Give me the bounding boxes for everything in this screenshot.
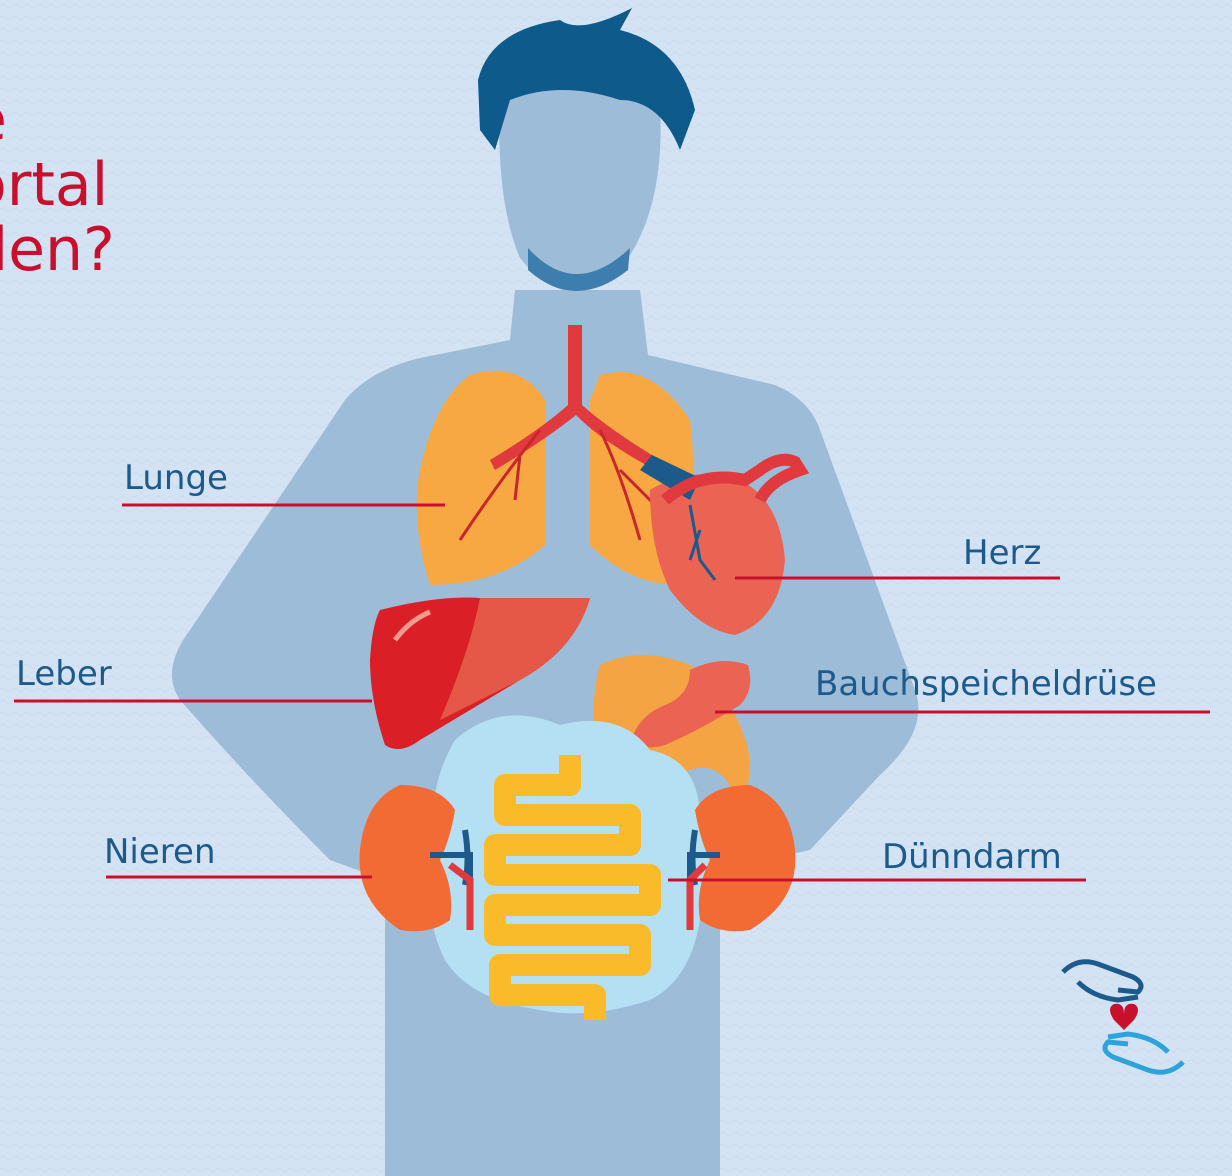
label-herz: Herz	[963, 533, 1041, 573]
headline: e ortal den?	[0, 88, 115, 282]
label-leber: Leber	[16, 654, 112, 694]
hands-heart-icon	[1058, 952, 1190, 1084]
label-bauchspeicheldruese: Bauchspeicheldrüse	[815, 664, 1157, 704]
label-nieren: Nieren	[104, 832, 216, 872]
headline-line-3: den?	[0, 215, 115, 285]
label-duenndarm: Dünndarm	[882, 837, 1062, 877]
headline-line-2: ortal	[0, 150, 108, 220]
label-lunge: Lunge	[124, 458, 228, 498]
headline-line-1: e	[0, 85, 7, 155]
